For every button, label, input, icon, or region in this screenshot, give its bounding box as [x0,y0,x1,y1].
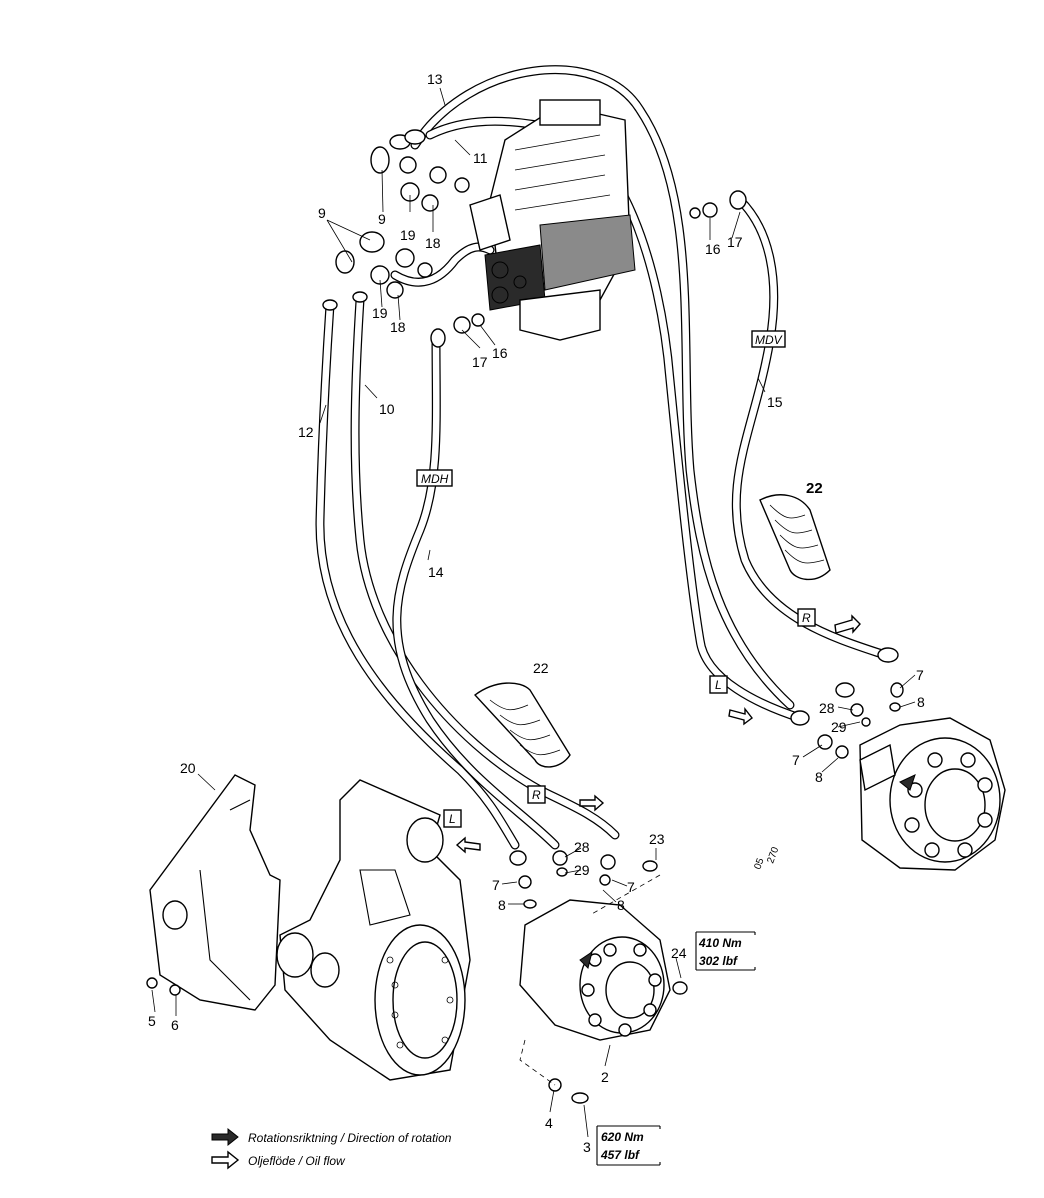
torque-box-24 [695,931,756,971]
leader-lines [151,87,916,1138]
callout-9-upper: 9 [378,211,386,227]
callout-16-right: 16 [705,241,721,257]
swing-arm-housing [276,779,471,1081]
callout-12: 12 [298,424,314,440]
mdh-label: MDH [421,472,449,486]
l-box-left [443,809,462,828]
hose-protection-spiral-left [473,682,571,768]
callout-7-left-a: 7 [492,877,500,893]
mdh-box [416,469,453,487]
assembly-guide-lines [519,874,661,1086]
callout-23: 23 [649,831,665,847]
callout-9-left: 9 [318,205,326,221]
legend-oil-flow: Oljeflöde / Oil flow [248,1154,346,1168]
callout-29-right: 29 [831,719,847,735]
legend: Rotationsriktning / Direction of rotatio… [211,1127,452,1170]
callout-3: 3 [583,1139,591,1155]
callout-17-right: 17 [727,234,743,250]
callout-24: 24 [671,945,687,961]
r-label-left: R [532,788,541,802]
callout-28-right: 28 [819,700,835,716]
callout-19-upper: 19 [400,227,416,243]
callout-13: 13 [427,71,443,87]
callout-15: 15 [767,394,783,410]
oil-flow-arrows [455,614,861,854]
torque-3-lbf: 457 lbf [600,1148,640,1162]
drawing-ref-den: 270 [765,845,781,865]
callout-14: 14 [428,564,444,580]
legend-rotation: Rotationsriktning / Direction of rotatio… [248,1131,452,1145]
l-box-right [709,675,728,694]
r-label-right: R [802,611,811,625]
callout-18-upper: 18 [425,235,441,251]
torque-3-nm: 620 Nm [601,1130,644,1144]
right-wheel-motor [859,717,1006,871]
torque-24-nm: 410 Nm [698,936,742,950]
callout-10: 10 [379,401,395,417]
callout-6: 6 [171,1017,179,1033]
torque-spec-boxes: 410 Nm 302 lbf 620 Nm 457 lbf [596,931,756,1166]
callout-29-left: 29 [574,862,590,878]
callout-8-left-b: 8 [617,897,625,913]
l-label-left: L [449,812,456,826]
r-box-left [527,785,546,804]
callout-11: 11 [473,150,488,166]
callout-22-left: 22 [533,660,549,676]
left-wheel-motor [519,899,671,1041]
callout-28-left: 28 [574,839,590,855]
callout-16-mid: 16 [492,345,508,361]
rotation-arrow-icon [211,1127,239,1147]
callout-8-right-upper: 8 [917,694,925,710]
callout-7-right-lower: 7 [792,752,800,768]
callout-8-right-lower: 8 [815,769,823,785]
oil-flow-arrow-icon [211,1150,240,1170]
callout-22-right: 22 [806,480,823,497]
callout-19-lower: 19 [372,305,388,321]
callout-17-mid: 17 [472,354,488,370]
r-box-right [797,608,816,627]
drawing-ref-num: 05 [752,856,766,871]
mdv-label: MDV [755,333,783,347]
drawing-reference: 05 270 [752,845,781,871]
torque-24-lbf: 302 lbf [699,954,738,968]
callout-7-right-upper: 7 [916,667,924,683]
control-valve-block [469,99,636,341]
callout-5: 5 [148,1013,156,1029]
right-motor-fittings [790,647,904,759]
hose-protection-spiral-right [759,494,831,581]
callout-8-left-a: 8 [498,897,506,913]
mdv-box [751,330,786,348]
callout-20: 20 [180,760,196,776]
callout-18-lower: 18 [390,319,406,335]
callout-4: 4 [545,1115,553,1131]
callout-7-left-b: 7 [627,879,635,895]
callout-2: 2 [601,1069,609,1085]
callout-numbers: 13 11 9 19 18 9 19 18 12 10 17 16 14 15 … [148,71,925,1155]
hose-label-boxes: MDH MDV R L R L [416,330,816,828]
guard-plate [146,774,281,1011]
torque-box-3 [596,1125,661,1166]
valve-fittings [322,129,747,348]
l-label-right: L [715,678,722,692]
